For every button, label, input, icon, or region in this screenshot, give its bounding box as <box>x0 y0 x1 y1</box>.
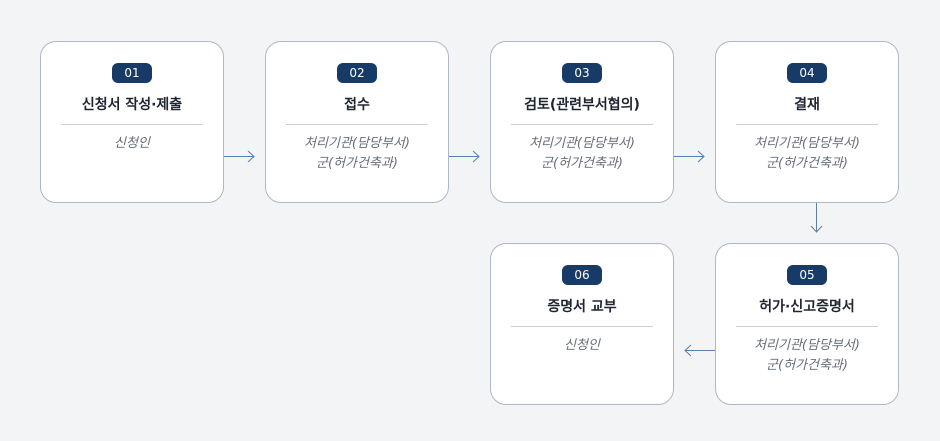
step-number-badge: 03 <box>562 63 602 83</box>
step-title: 신청서 작성·제출 <box>81 97 183 113</box>
step-title: 접수 <box>344 97 370 113</box>
step-subtitle: 신청인 <box>564 338 600 353</box>
step-card-03: 03 검토(관련부서협의) 처리기관(담당부서) 군(허가건축과) <box>490 41 674 203</box>
arrow-right-icon <box>449 150 480 163</box>
step-divider <box>61 124 203 125</box>
step-divider <box>286 124 428 125</box>
step-card-02: 02 접수 처리기관(담당부서) 군(허가건축과) <box>265 41 449 203</box>
step-title: 증명서 교부 <box>547 299 617 315</box>
step-divider <box>511 124 653 125</box>
arrow-right-icon <box>224 150 255 163</box>
step-card-05: 05 허가·신고증명서 처리기관(담당부서) 군(허가건축과) <box>715 243 899 405</box>
arrow-right-icon <box>674 150 705 163</box>
step-title: 허가·신고증명서 <box>759 299 855 315</box>
step-divider <box>511 326 653 327</box>
step-number-badge: 05 <box>787 265 827 285</box>
step-number-badge: 06 <box>562 265 602 285</box>
step-number-badge: 01 <box>112 63 152 83</box>
step-number-badge: 04 <box>787 63 827 83</box>
arrow-left-icon <box>684 344 715 357</box>
step-title: 결재 <box>794 97 820 113</box>
step-card-06: 06 증명서 교부 신청인 <box>490 243 674 405</box>
step-card-01: 01 신청서 작성·제출 신청인 <box>40 41 224 203</box>
step-subtitle: 신청인 <box>114 136 150 151</box>
step-number-badge: 02 <box>337 63 377 83</box>
step-divider <box>736 326 878 327</box>
step-subtitle: 처리기관(담당부서) 군(허가건축과) <box>304 136 410 171</box>
step-subtitle: 처리기관(담당부서) 군(허가건축과) <box>754 338 860 373</box>
step-subtitle: 처리기관(담당부서) 군(허가건축과) <box>754 136 860 171</box>
arrow-down-icon <box>810 203 823 233</box>
step-subtitle: 처리기관(담당부서) 군(허가건축과) <box>529 136 635 171</box>
step-title: 검토(관련부서협의) <box>524 97 640 113</box>
step-card-04: 04 결재 처리기관(담당부서) 군(허가건축과) <box>715 41 899 203</box>
step-divider <box>736 124 878 125</box>
